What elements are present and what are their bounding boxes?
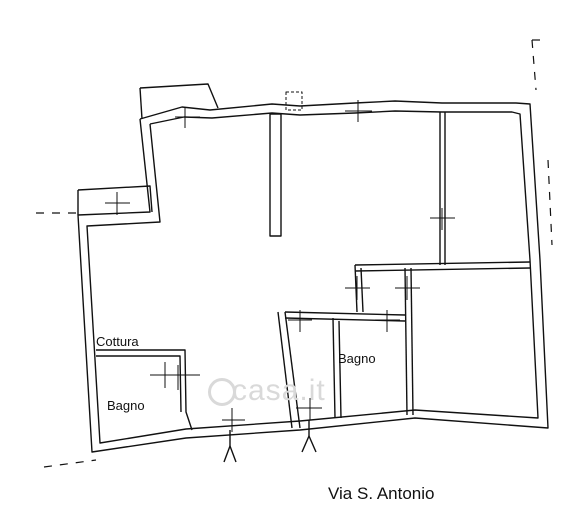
- shaft: [285, 91, 303, 111]
- watermark: casa.it: [232, 374, 326, 407]
- pillar-wall: [269, 113, 282, 237]
- bagno-left-walls: [96, 349, 193, 431]
- room-label-bagno-right: Bagno: [338, 351, 376, 366]
- street-label: Via S. Antonio: [328, 484, 435, 503]
- outer-wall: [77, 100, 549, 453]
- entrance-arrow-left: [223, 445, 237, 463]
- bagno-right-walls: [284, 311, 406, 316]
- watermark-logo-icon: [208, 378, 236, 406]
- left-annex: [77, 185, 153, 213]
- room-label-cottura: Cottura: [96, 334, 139, 349]
- entrance-arrow-right: [301, 435, 317, 453]
- outer-wall-inner: [86, 110, 539, 444]
- top-annex: [139, 83, 219, 109]
- room-label-bagno-left: Bagno: [107, 398, 145, 413]
